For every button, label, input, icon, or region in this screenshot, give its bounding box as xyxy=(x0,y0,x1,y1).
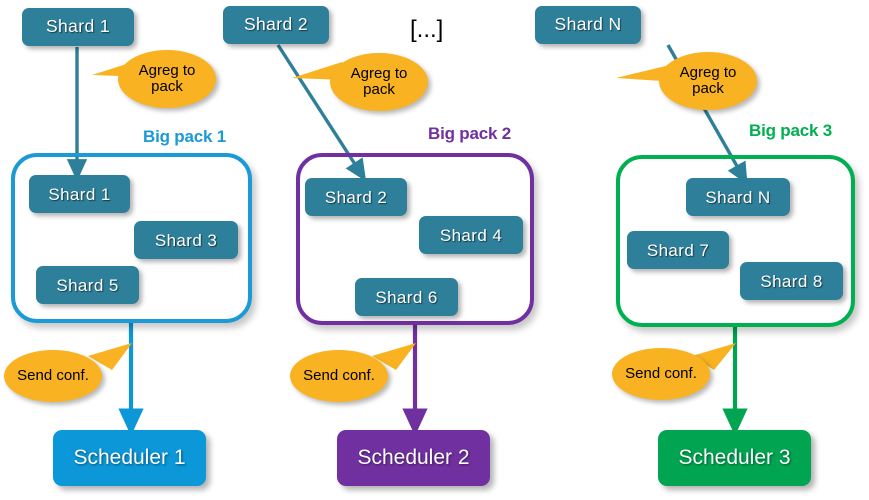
scheduler-3[interactable]: Scheduler 3 xyxy=(658,430,811,486)
agreg-callout-1-line2: pack xyxy=(151,78,183,95)
pack-1-shard-3-label: Shard 3 xyxy=(154,230,218,250)
scheduler-3-label: Scheduler 3 xyxy=(678,446,791,469)
send-callout-2-label: Send conf. xyxy=(303,367,375,385)
pack-3-shard-n-label: Shard N xyxy=(705,187,771,207)
pack-2-label: Big pack 2 xyxy=(428,124,512,143)
pack-2-shard-6-label: Shard 6 xyxy=(375,287,438,307)
pack-1-label: Big pack 1 xyxy=(143,127,227,146)
pack-2-shard-2[interactable]: Shard 2 xyxy=(305,178,407,216)
send-callout-1-tail xyxy=(88,343,132,370)
scheduler-1[interactable]: Scheduler 1 xyxy=(53,430,206,486)
send-callout-1-label: Send conf. xyxy=(17,367,89,385)
send-callout-3-label: Send conf. xyxy=(625,365,697,383)
agreg-callout-3: Agreg to pack xyxy=(659,52,757,110)
pack-1-shard-5-label: Shard 5 xyxy=(56,275,119,295)
top-shard-2-label: Shard 2 xyxy=(243,14,309,35)
agreg-callout-2-line1: Agreg to xyxy=(350,65,408,83)
pack-2-shard-4[interactable]: Shard 4 xyxy=(419,216,523,254)
pack-3-shard-7-label: Shard 7 xyxy=(646,240,710,260)
pack-3-label: Big pack 3 xyxy=(749,121,833,140)
agreg-callout-2: Agreg to pack xyxy=(330,53,428,111)
pack-1-shard-1[interactable]: Shard 1 xyxy=(29,175,130,213)
agreg-callout-2-line2: pack xyxy=(363,81,395,98)
agreg-callout-1-line1: Agreg to xyxy=(138,62,196,80)
pack-2-shard-6[interactable]: Shard 6 xyxy=(355,278,458,316)
pack-1-shard-1-label: Shard 1 xyxy=(48,184,111,204)
pack-2-shard-2-label: Shard 2 xyxy=(324,187,388,207)
top-shard-n-label: Shard N xyxy=(554,14,622,35)
send-callout-3: Send conf. xyxy=(612,348,710,400)
pack-3-shard-8-label: Shard 8 xyxy=(760,271,823,291)
pack-1-shard-3[interactable]: Shard 3 xyxy=(134,221,238,259)
pack-1-shard-5[interactable]: Shard 5 xyxy=(36,266,139,304)
pack-3-shard-8[interactable]: Shard 8 xyxy=(740,262,843,300)
top-shard-2[interactable]: Shard 2 xyxy=(223,6,329,44)
scheduler-2[interactable]: Scheduler 2 xyxy=(337,430,490,486)
pack-2 xyxy=(296,153,534,325)
agreg-callout-1: Agreg to pack xyxy=(118,50,216,108)
send-callout-2-tail xyxy=(372,343,416,370)
pack-2-shard-4-label: Shard 4 xyxy=(439,225,503,245)
send-callout-1: Send conf. xyxy=(4,350,102,402)
scheduler-2-label: Scheduler 2 xyxy=(357,446,470,469)
send-callout-3-tail xyxy=(692,343,736,370)
ellipsis-marker: [...] xyxy=(410,16,444,43)
scheduler-1-label: Scheduler 1 xyxy=(73,446,186,469)
pack-1 xyxy=(11,153,252,323)
top-shard-n[interactable]: Shard N xyxy=(535,6,641,44)
pack-3-shard-7[interactable]: Shard 7 xyxy=(627,231,729,269)
top-shard-1[interactable]: Shard 1 xyxy=(22,8,134,46)
top-shard-1-label: Shard 1 xyxy=(45,16,111,37)
send-callout-2: Send conf. xyxy=(290,350,388,402)
pack-3 xyxy=(616,155,855,327)
agreg-callout-3-line1: Agreg to xyxy=(679,64,737,82)
agreg-callout-3-line2: pack xyxy=(692,80,724,97)
pack-3-shard-n[interactable]: Shard N xyxy=(686,178,790,216)
